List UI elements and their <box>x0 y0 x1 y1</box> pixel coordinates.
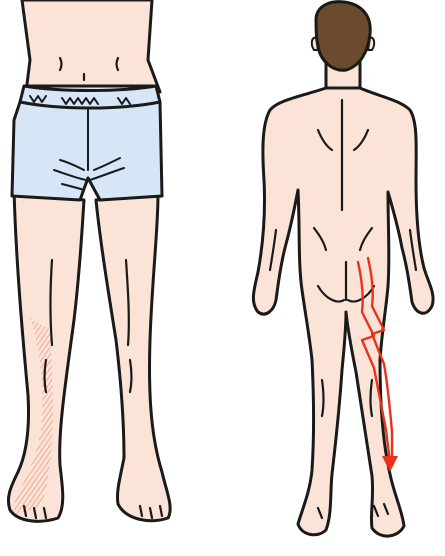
back-view-figure <box>222 0 445 556</box>
right-leg <box>96 195 170 521</box>
sciatica-pain-figure-icon <box>222 0 445 556</box>
body <box>253 88 433 536</box>
head <box>316 2 370 71</box>
torso <box>22 0 160 92</box>
front-view-figure <box>0 0 220 556</box>
leg-numbness-figure-icon <box>0 0 220 556</box>
